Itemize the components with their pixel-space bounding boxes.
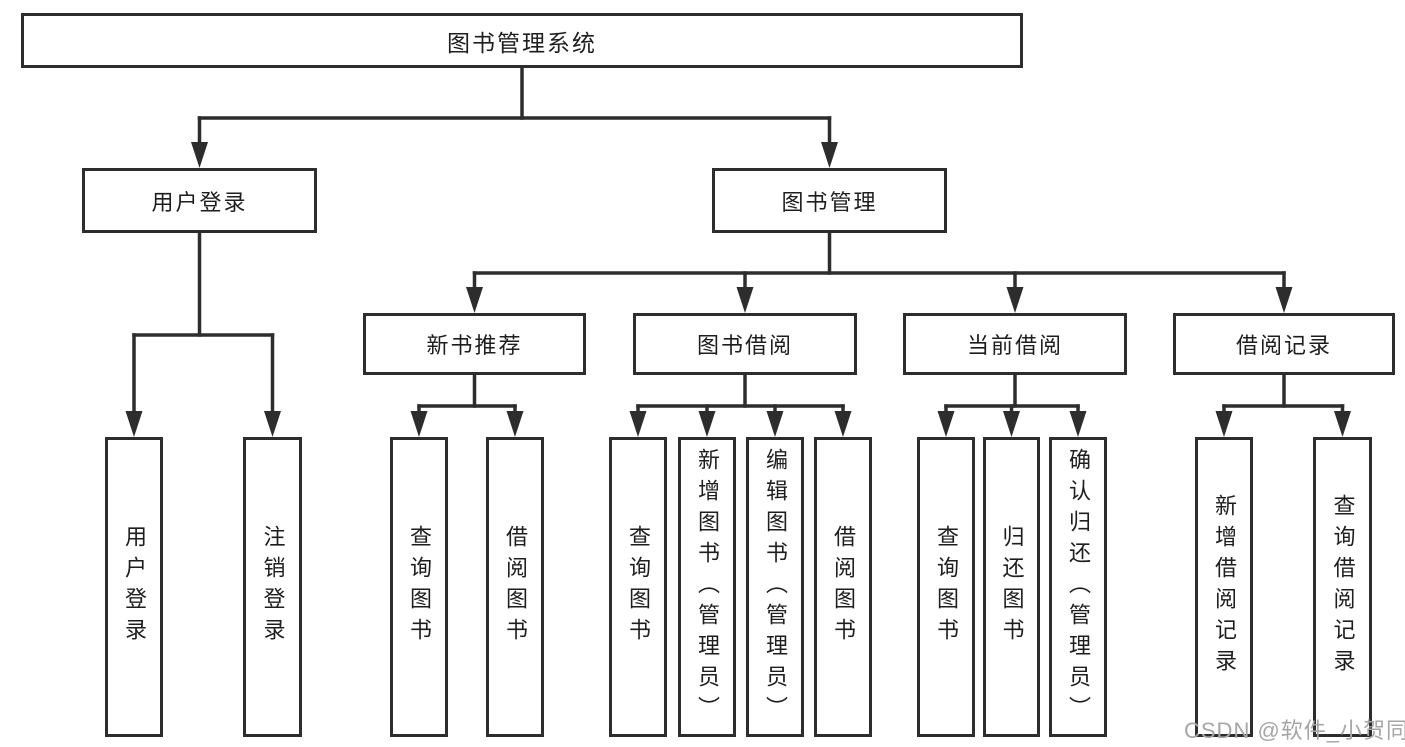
node-login: 用户登录 xyxy=(105,437,163,737)
node-query-book-current: 查询图书 xyxy=(917,437,975,737)
node-label: 查询借阅记录 xyxy=(1330,494,1356,680)
node-label: 图书借阅 xyxy=(696,333,793,358)
arrowhead-icon xyxy=(1069,411,1087,437)
node-add-borrow-record: 新增借阅记录 xyxy=(1195,437,1253,737)
node-label: 查询图书 xyxy=(407,525,432,649)
node-label: 查询图书 xyxy=(626,525,651,649)
watermark: CSDN @软件_小贺同学 xyxy=(1184,718,1405,743)
node-return-book: 归还图书 xyxy=(983,437,1040,737)
node-label: 编辑图书（管理员） xyxy=(763,447,788,727)
node-current-borrow: 当前借阅 xyxy=(903,313,1127,375)
arrowhead-icon xyxy=(1215,411,1233,437)
arrowhead-icon xyxy=(821,142,838,168)
node-label: 确认归还（管理员） xyxy=(1066,447,1091,727)
node-root: 图书管理系统 xyxy=(21,13,1023,68)
arrowhead-icon xyxy=(766,411,784,437)
arrowhead-icon xyxy=(1003,411,1020,437)
node-book-borrow: 图书借阅 xyxy=(633,313,857,375)
arrowhead-icon xyxy=(125,411,143,437)
node-label: 借阅图书 xyxy=(503,525,528,649)
arrowhead-icon xyxy=(736,287,754,313)
node-label: 归还图书 xyxy=(999,525,1025,649)
node-borrow-book: 借阅图书 xyxy=(814,437,872,737)
node-query-book-borrow: 查询图书 xyxy=(609,437,667,737)
node-label: 借阅记录 xyxy=(1235,333,1332,358)
node-label: 新书推荐 xyxy=(426,333,523,358)
arrowhead-icon xyxy=(1334,411,1351,437)
node-query-book-new: 查询图书 xyxy=(390,437,448,737)
node-book-mgmt: 图书管理 xyxy=(712,168,947,233)
node-label: 当前借阅 xyxy=(966,333,1063,358)
arrowhead-icon xyxy=(937,411,955,437)
node-borrow-book-new: 借阅图书 xyxy=(486,437,544,737)
arrowhead-icon xyxy=(1006,287,1024,313)
arrowhead-icon xyxy=(506,411,524,437)
node-user-login: 用户登录 xyxy=(82,168,317,233)
node-logout: 注销登录 xyxy=(243,437,302,737)
node-label: 图书管理 xyxy=(781,189,878,215)
arrowhead-icon xyxy=(264,411,281,437)
arrowhead-icon xyxy=(1275,287,1293,313)
node-add-book: 新增图书（管理员） xyxy=(678,437,736,737)
arrowhead-icon xyxy=(834,411,852,437)
node-label: 注销登录 xyxy=(260,525,286,649)
node-label: 用户登录 xyxy=(122,525,147,649)
node-label: 借阅图书 xyxy=(831,525,856,649)
node-label: 用户登录 xyxy=(151,189,248,215)
node-label: 新增图书（管理员） xyxy=(695,447,720,727)
arrowhead-icon xyxy=(698,411,716,437)
node-label: 新增借阅记录 xyxy=(1212,494,1237,680)
arrowhead-icon xyxy=(191,142,208,168)
arrowhead-icon xyxy=(466,287,483,313)
node-label: 查询图书 xyxy=(934,525,959,649)
node-edit-book: 编辑图书（管理员） xyxy=(746,437,804,737)
node-confirm-return: 确认归还（管理员） xyxy=(1049,437,1107,737)
node-query-borrow-record: 查询借阅记录 xyxy=(1313,437,1372,737)
arrowhead-icon xyxy=(410,411,428,437)
node-borrow-record: 借阅记录 xyxy=(1173,313,1395,375)
arrowhead-icon xyxy=(629,411,647,437)
node-label: 图书管理系统 xyxy=(447,29,597,56)
node-new-book-rec: 新书推荐 xyxy=(363,313,586,375)
